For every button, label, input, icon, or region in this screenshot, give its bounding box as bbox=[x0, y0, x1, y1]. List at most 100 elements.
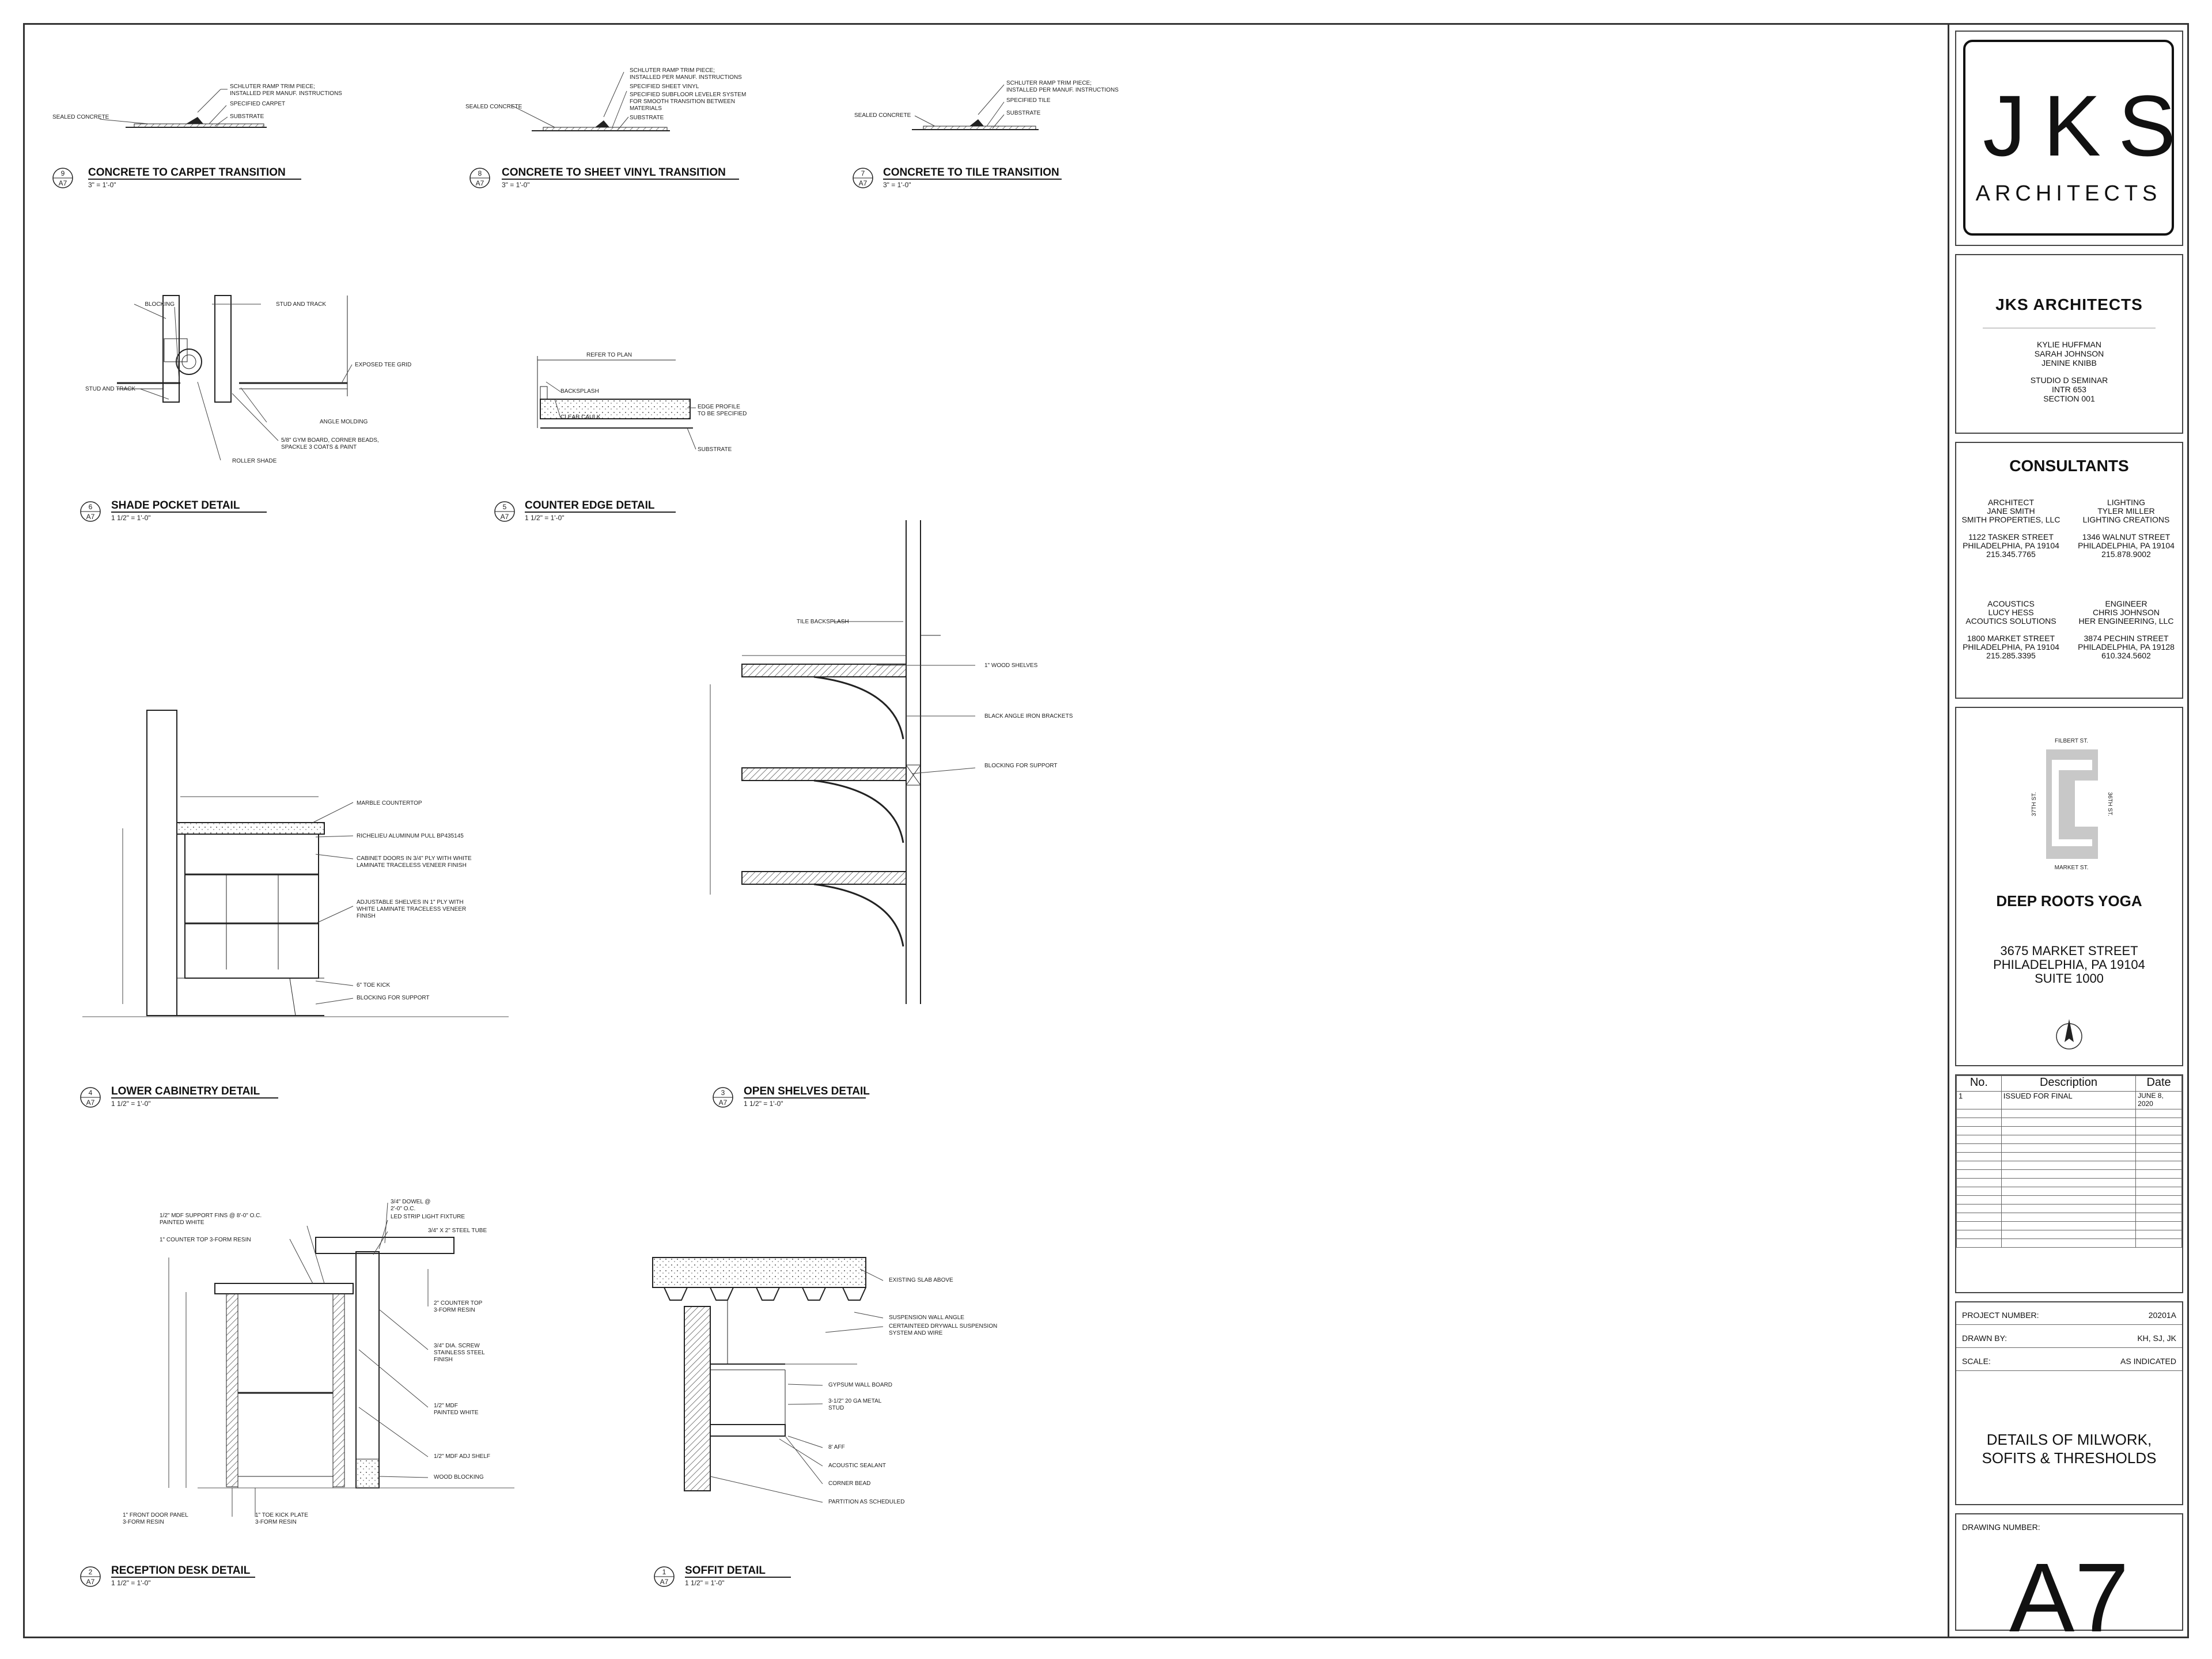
detail-7-sheet: A7 bbox=[859, 179, 868, 187]
firm-cell: JKS ARCHITECTS KYLIE HUFFMAN SARAH JOHNS… bbox=[1955, 254, 2183, 434]
title-block: JKS ARCHITECTS JKS ARCHITECTS KYLIE HUFF… bbox=[1948, 25, 2187, 1647]
detail-9-note-3: SPECIFIED CARPET bbox=[230, 101, 285, 107]
detail-7-note-5: SEALED CONCRETE bbox=[854, 112, 911, 119]
detail-2-note-18: 3-FORM RESIN bbox=[123, 1519, 164, 1525]
table-row bbox=[1956, 1238, 2182, 1248]
sheet-title: DETAILS OF MILWORK, SOFITS & THRESHOLDS bbox=[1982, 1431, 2157, 1467]
sheet-info-cell: PROJECT NUMBER:20201A DRAWN BY:KH, SJ, J… bbox=[1955, 1301, 2183, 1505]
detail-5-note-3: CLEAR CAULK bbox=[560, 414, 601, 421]
table-row bbox=[1956, 1161, 2182, 1170]
detail-5-title: COUNTER EDGE DETAIL bbox=[525, 499, 655, 512]
drawing-number-cell: DRAWING NUMBER: A7 bbox=[1955, 1513, 2183, 1647]
detail-8-note-6: MATERIALS bbox=[630, 105, 662, 112]
detail-1-title: SOFFIT DETAIL bbox=[685, 1565, 766, 1577]
detail-2-note-12: FINISH bbox=[434, 1357, 453, 1363]
detail-5-note-4: EDGE PROFILE bbox=[698, 404, 740, 410]
detail-5-caption: 5 A7 COUNTER EDGE DETAIL 1 1/2" = 1'-0" bbox=[494, 499, 676, 522]
detail-1-note-2: SUSPENSION WALL ANGLE bbox=[889, 1315, 964, 1321]
detail-9-note-5: SEALED CONCRETE bbox=[52, 114, 109, 120]
detail-8-note-2: INSTALLED PER MANUF. INSTRUCTIONS bbox=[630, 74, 742, 81]
detail-1-note-9: ACOUSTIC SEALANT bbox=[828, 1463, 886, 1469]
firm-name: JKS ARCHITECTS bbox=[1995, 296, 2143, 313]
detail-3-note-3: BLACK ANGLE IRON BRACKETS bbox=[984, 713, 1073, 719]
table-row bbox=[1956, 1169, 2182, 1179]
table-row bbox=[1956, 1135, 2182, 1144]
detail-5-note-2: BACKSPLASH bbox=[560, 388, 599, 395]
detail-4-drawing: MARBLE COUNTERTOP RICHELIEU ALUMINUM PUL… bbox=[82, 710, 509, 1017]
revision-table: No. Description Date 1 ISSUED FOR FINAL … bbox=[1956, 1075, 2182, 1248]
detail-5-scale: 1 1/2" = 1'-0" bbox=[525, 514, 565, 522]
detail-2-note-11: STAINLESS STEEL bbox=[434, 1350, 485, 1356]
detail-7-note-4: SUBSTRATE bbox=[1006, 110, 1041, 116]
detail-9-number: 9 bbox=[61, 169, 65, 177]
consultants-cell: CONSULTANTS ARCHITECT JANE SMITH SMITH P… bbox=[1955, 442, 2183, 699]
detail-7-scale: 3" = 1'-0" bbox=[883, 181, 911, 189]
detail-7-number: 7 bbox=[861, 169, 865, 177]
detail-6-sheet: A7 bbox=[86, 513, 95, 521]
detail-8-note-4: SPECIFIED SUBFLOOR LEVELER SYSTEM bbox=[630, 92, 746, 98]
detail-1-note-3: CERTAINTEED DRYWALL SUSPENSION bbox=[889, 1323, 997, 1330]
detail-9-drawing: SCHLUTER RAMP TRIM PIECE; INSTALLED PER … bbox=[52, 84, 342, 128]
north-arrow-icon bbox=[2056, 1019, 2082, 1050]
site-east-street: 36TH ST. bbox=[2107, 792, 2113, 816]
col-no: No. bbox=[1956, 1075, 2002, 1092]
site-west-street: 37TH ST. bbox=[2031, 792, 2037, 816]
detail-4-title: LOWER CABINETRY DETAIL bbox=[111, 1085, 260, 1097]
detail-6-note-1: BLOCKING bbox=[145, 301, 175, 308]
table-row bbox=[1956, 1213, 2182, 1222]
detail-4-note-3: CABINET DOORS IN 3/4" PLY WITH WHITE bbox=[357, 855, 472, 862]
detail-6-note-7: SPACKLE 3 COATS & PAINT bbox=[281, 444, 357, 450]
site-north-street: FILBERT ST. bbox=[2055, 738, 2088, 744]
detail-2-caption: 2 A7 RECEPTION DESK DETAIL 1 1/2" = 1'-0… bbox=[80, 1565, 255, 1587]
detail-1-number: 1 bbox=[662, 1568, 666, 1576]
detail-2-note-13: 1/2" MDF bbox=[434, 1403, 458, 1409]
revisions-cell: No. Description Date 1 ISSUED FOR FINAL … bbox=[1955, 1074, 2183, 1293]
detail-8-note-3: SPECIFIED SHEET VINYL bbox=[630, 84, 699, 90]
detail-9-note-1: SCHLUTER RAMP TRIM PIECE; bbox=[230, 84, 315, 90]
detail-8-note-5: FOR SMOOTH TRANSITION BETWEEN bbox=[630, 99, 735, 105]
detail-8-note-7: SUBSTRATE bbox=[630, 115, 664, 121]
table-row bbox=[1956, 1195, 2182, 1205]
detail-2-number: 2 bbox=[89, 1568, 93, 1576]
table-row bbox=[1956, 1143, 2182, 1153]
project-name: DEEP ROOTS YOGA bbox=[1996, 892, 2142, 910]
detail-2-note-16: WOOD BLOCKING bbox=[434, 1474, 484, 1480]
detail-1-note-8: 8' AFF bbox=[828, 1444, 845, 1450]
detail-1-note-7: STUD bbox=[828, 1405, 844, 1411]
table-row bbox=[1956, 1109, 2182, 1118]
detail-2-sheet: A7 bbox=[86, 1578, 95, 1586]
detail-8-caption: 8 A7 CONCRETE TO SHEET VINYL TRANSITION … bbox=[469, 166, 739, 189]
detail-8-title: CONCRETE TO SHEET VINYL TRANSITION bbox=[502, 166, 726, 179]
detail-9-note-2: INSTALLED PER MANUF. INSTRUCTIONS bbox=[230, 90, 342, 97]
project-address: 3675 MARKET STREET PHILADELPHIA, PA 1910… bbox=[1993, 944, 2145, 986]
detail-9-title: CONCRETE TO CARPET TRANSITION bbox=[88, 166, 286, 179]
detail-2-note-9: 3-FORM RESIN bbox=[434, 1307, 475, 1313]
course-number: INTR 653 bbox=[2052, 385, 2086, 394]
detail-1-scale: 1 1/2" = 1'-0" bbox=[685, 1579, 725, 1587]
detail-4-number: 4 bbox=[89, 1089, 93, 1097]
detail-6-note-4: STUD AND TRACK bbox=[85, 386, 135, 392]
detail-7-note-3: SPECIFIED TILE bbox=[1006, 97, 1051, 104]
site-south-street: MARKET ST. bbox=[2055, 865, 2089, 871]
detail-3-sheet: A7 bbox=[719, 1099, 728, 1107]
table-row bbox=[1956, 1187, 2182, 1196]
detail-4-note-2: RICHELIEU ALUMINUM PULL BP435145 bbox=[357, 833, 464, 839]
detail-2-title: RECEPTION DESK DETAIL bbox=[111, 1565, 251, 1577]
detail-6-note-2: STUD AND TRACK bbox=[276, 301, 326, 308]
detail-8-scale: 3" = 1'-0" bbox=[502, 181, 530, 189]
table-row bbox=[1956, 1178, 2182, 1187]
logo-cell: JKS ARCHITECTS bbox=[1955, 31, 2183, 246]
course-name: STUDIO D SEMINAR bbox=[2030, 376, 2108, 385]
detail-2-note-1: 1/2" MDF SUPPORT FINS @ 8'-0" O.C. bbox=[160, 1213, 262, 1219]
table-row bbox=[1956, 1126, 2182, 1135]
detail-6-scale: 1 1/2" = 1'-0" bbox=[111, 514, 151, 522]
table-row bbox=[1956, 1221, 2182, 1230]
detail-7-note-1: SCHLUTER RAMP TRIM PIECE; bbox=[1006, 80, 1092, 86]
detail-2-note-8: 2" COUNTER TOP bbox=[434, 1300, 483, 1306]
detail-5-number: 5 bbox=[503, 503, 507, 511]
detail-2-note-20: 3-FORM RESIN bbox=[255, 1519, 297, 1525]
detail-4-note-5: ADJUSTABLE SHELVES IN 1" PLY WITH bbox=[357, 899, 464, 906]
detail-7-caption: 7 A7 CONCRETE TO TILE TRANSITION 3" = 1'… bbox=[853, 166, 1062, 189]
revision-header-row: No. Description Date bbox=[1956, 1075, 2182, 1092]
detail-2-note-5: 2'-0" O.C. bbox=[391, 1206, 415, 1212]
